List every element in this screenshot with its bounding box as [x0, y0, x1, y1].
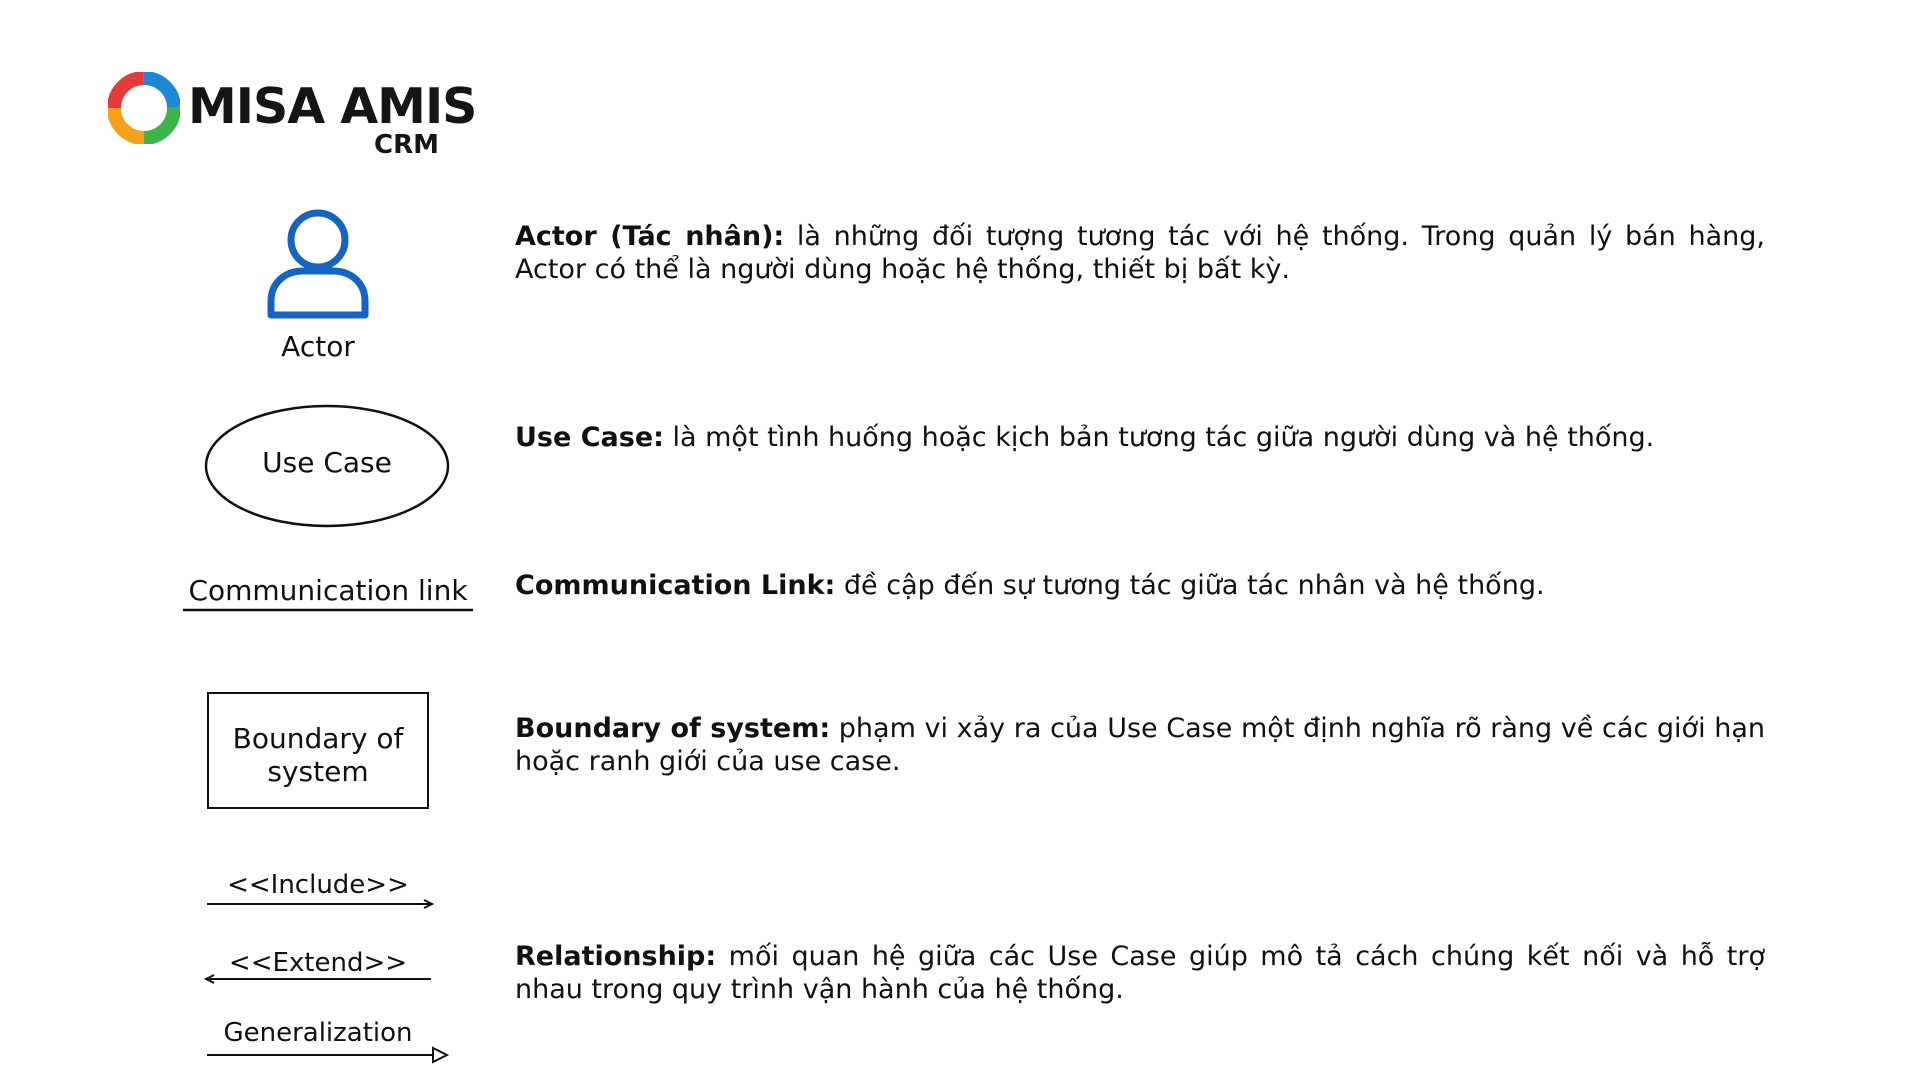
relationship-definition: Relationship: mối quan hệ giữa các Use C…	[515, 940, 1765, 1006]
boundary-label-line2: system	[267, 755, 369, 788]
actor-definition: Actor (Tác nhân): là những đối tượng tươ…	[515, 220, 1765, 286]
extend-arrow	[203, 974, 431, 984]
use-case-label: Use Case	[262, 446, 392, 479]
communication-link-definition: Communication Link: đề cập đến sự tương …	[515, 569, 1765, 602]
actor-term: Actor (Tác nhân):	[515, 221, 785, 252]
use-case-ellipse	[204, 404, 450, 528]
include-arrow	[207, 899, 435, 909]
generalization-label: Generalization	[223, 1018, 413, 1048]
use-case-definition: Use Case: là một tình huống hoặc kịch bả…	[515, 421, 1765, 454]
extend-label: <<Extend>>	[228, 948, 408, 978]
relationship-term: Relationship:	[515, 941, 717, 972]
brand-logo: MISA AMIS CRM	[108, 72, 477, 168]
brand-sub: CRM	[374, 130, 439, 160]
communication-link-label: Communication link	[188, 574, 468, 607]
boundary-label-line1: Boundary of	[232, 722, 404, 755]
boundary-text: phạm vi xảy ra của Use Case một định ngh…	[515, 713, 1765, 777]
communication-link-text: đề cập đến sự tương tác giữa tác nhân và…	[835, 570, 1545, 601]
generalization-arrow	[207, 1046, 450, 1064]
use-case-text: là một tình huống hoặc kịch bản tương tá…	[663, 422, 1655, 453]
brand-name: MISA AMIS	[188, 78, 477, 135]
misa-logo-icon	[108, 72, 180, 144]
relationship-text: mối quan hệ giữa các Use Case giúp mô tả…	[515, 941, 1765, 1005]
communication-link-line	[183, 608, 473, 612]
boundary-definition: Boundary of system: phạm vi xảy ra của U…	[515, 712, 1765, 778]
actor-text: là những đối tượng tương tác với hệ thốn…	[515, 221, 1765, 285]
include-label: <<Include>>	[227, 870, 409, 900]
boundary-term: Boundary of system:	[515, 713, 831, 744]
boundary-box	[207, 692, 429, 809]
use-case-term: Use Case:	[515, 422, 664, 453]
actor-icon	[267, 209, 369, 319]
actor-label: Actor	[281, 330, 355, 363]
communication-link-term: Communication Link:	[515, 570, 836, 601]
